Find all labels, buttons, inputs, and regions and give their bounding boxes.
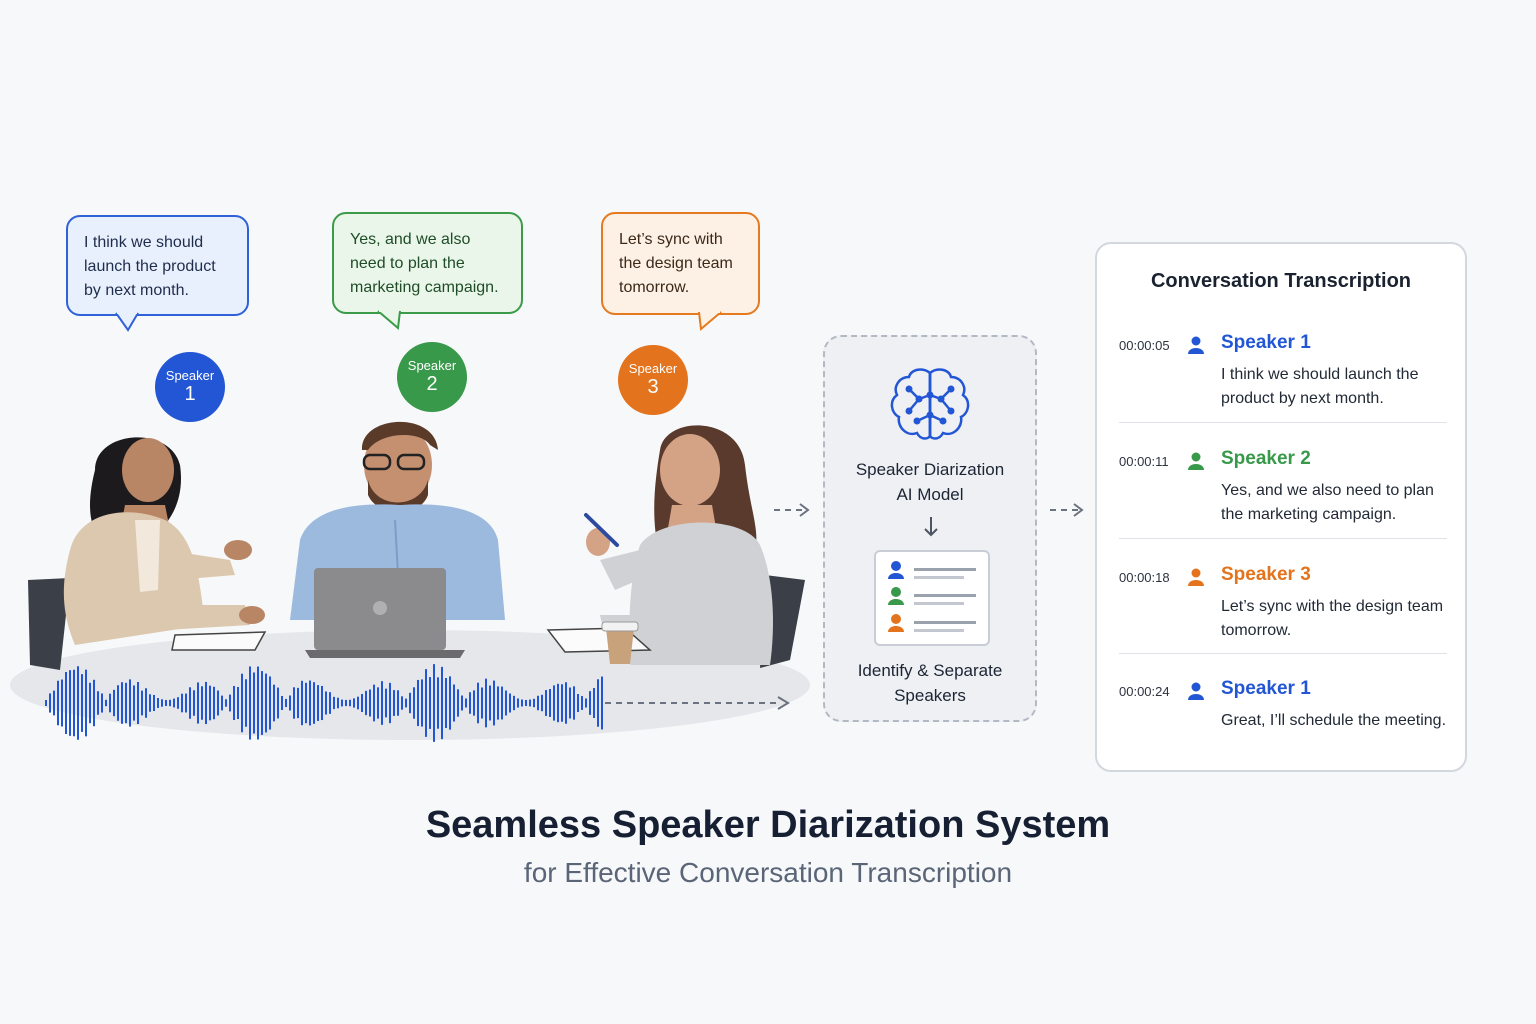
- panel-title: Conversation Transcription: [1150, 270, 1412, 292]
- divider: [1119, 538, 1447, 539]
- divider: [1119, 653, 1447, 654]
- speech-bubble-speaker-3: Let’s sync with the design team tomorrow…: [601, 212, 760, 331]
- entry-timestamp: 00:00:05: [1119, 338, 1170, 353]
- arrow-right-icon: [777, 696, 790, 710]
- model-subtitle-line-2: Speakers: [894, 686, 966, 705]
- transcript-entry: 00:00:18 Speaker 3 Let’s sync with the d…: [1117, 560, 1447, 674]
- badge-label: Speaker: [407, 358, 457, 373]
- user-icon-green: [888, 587, 904, 605]
- entry-speaker: Speaker 1: [1221, 678, 1311, 699]
- entry-timestamp: 00:00:18: [1119, 570, 1170, 585]
- arrow-to-model: [774, 503, 810, 517]
- badge-number: 1: [184, 383, 196, 405]
- user-icon: [1188, 452, 1204, 470]
- speaker-badge-1: Speaker 1: [155, 352, 225, 422]
- audio-waveform: [45, 664, 790, 742]
- entry-text: Let’s sync with the design team tomorrow…: [1221, 598, 1444, 639]
- badge-number: 3: [647, 376, 659, 398]
- arrow-down-icon: [924, 517, 938, 537]
- transcript-entry: 00:00:05 Speaker 1 I think we should lau…: [1117, 328, 1447, 442]
- bubble-text: Yes, and we also need to plan the market…: [350, 231, 499, 296]
- speaker-badge-2: Speaker 2: [397, 342, 467, 412]
- arrow-to-transcript: [1050, 503, 1084, 517]
- main-title: Seamless Speaker Diarization System: [425, 804, 1111, 846]
- entry-speaker: Speaker 1: [1221, 332, 1311, 353]
- transcript-entry: 00:00:11 Speaker 2 Yes, and we also need…: [1117, 444, 1447, 558]
- bubble-tail: [377, 308, 401, 330]
- bubble-text: I think we should launch the product by …: [84, 234, 216, 299]
- laptop: [305, 568, 465, 658]
- speaker-list-card: [874, 550, 990, 646]
- entry-timestamp: 00:00:24: [1119, 684, 1170, 699]
- diarization-model-box: Speaker Diarization AI Model Identify & …: [823, 335, 1037, 722]
- model-title-line-2: AI Model: [896, 485, 964, 504]
- person-speaker-3: [584, 425, 773, 665]
- subtitle: for Effective Conversation Transcription: [523, 857, 1013, 888]
- model-subtitle: Identify & Separate Speakers: [825, 658, 1035, 708]
- entry-speaker: Speaker 2: [1221, 448, 1311, 469]
- brain-network-icon: [890, 368, 970, 440]
- speaker-badge-3: Speaker 3: [618, 345, 688, 415]
- entry-timestamp: 00:00:11: [1119, 454, 1169, 469]
- user-icon: [1188, 336, 1204, 354]
- bubble-tail: [698, 309, 722, 331]
- entry-text: Great, I’ll schedule the meeting.: [1221, 712, 1447, 729]
- entry-text: Yes, and we also need to plan the market…: [1221, 482, 1434, 523]
- chair-left: [28, 578, 70, 670]
- transcription-panel: Conversation Transcription 00:00:05 Spea…: [1095, 242, 1467, 772]
- entry-text: I think we should launch the product by …: [1221, 366, 1419, 407]
- coffee-cup: [601, 621, 639, 664]
- bubble-text: Let’s sync with the design team tomorrow…: [619, 231, 733, 296]
- bubble-tail: [115, 310, 139, 332]
- transcript-entry: 00:00:24 Speaker 1 Great, I’ll schedule …: [1117, 674, 1447, 788]
- divider: [1119, 422, 1447, 423]
- model-title: Speaker Diarization AI Model: [825, 457, 1035, 507]
- speaker-list-graphic: [888, 561, 976, 632]
- user-icon: [1188, 682, 1204, 700]
- user-icon-orange: [888, 614, 904, 632]
- badge-label: Speaker: [628, 361, 678, 376]
- speech-bubble-speaker-2: Yes, and we also need to plan the market…: [332, 212, 523, 330]
- person-speaker-1: [63, 437, 265, 645]
- user-icon-blue: [888, 561, 904, 579]
- entry-speaker: Speaker 3: [1221, 564, 1311, 585]
- badge-label: Speaker: [165, 368, 215, 383]
- user-icon: [1188, 568, 1204, 586]
- notebook-left: [171, 631, 267, 651]
- model-subtitle-line-1: Identify & Separate: [857, 661, 1003, 680]
- model-title-line-1: Speaker Diarization: [855, 460, 1005, 479]
- speech-bubble-speaker-1: I think we should launch the product by …: [66, 215, 249, 332]
- badge-number: 2: [426, 373, 438, 395]
